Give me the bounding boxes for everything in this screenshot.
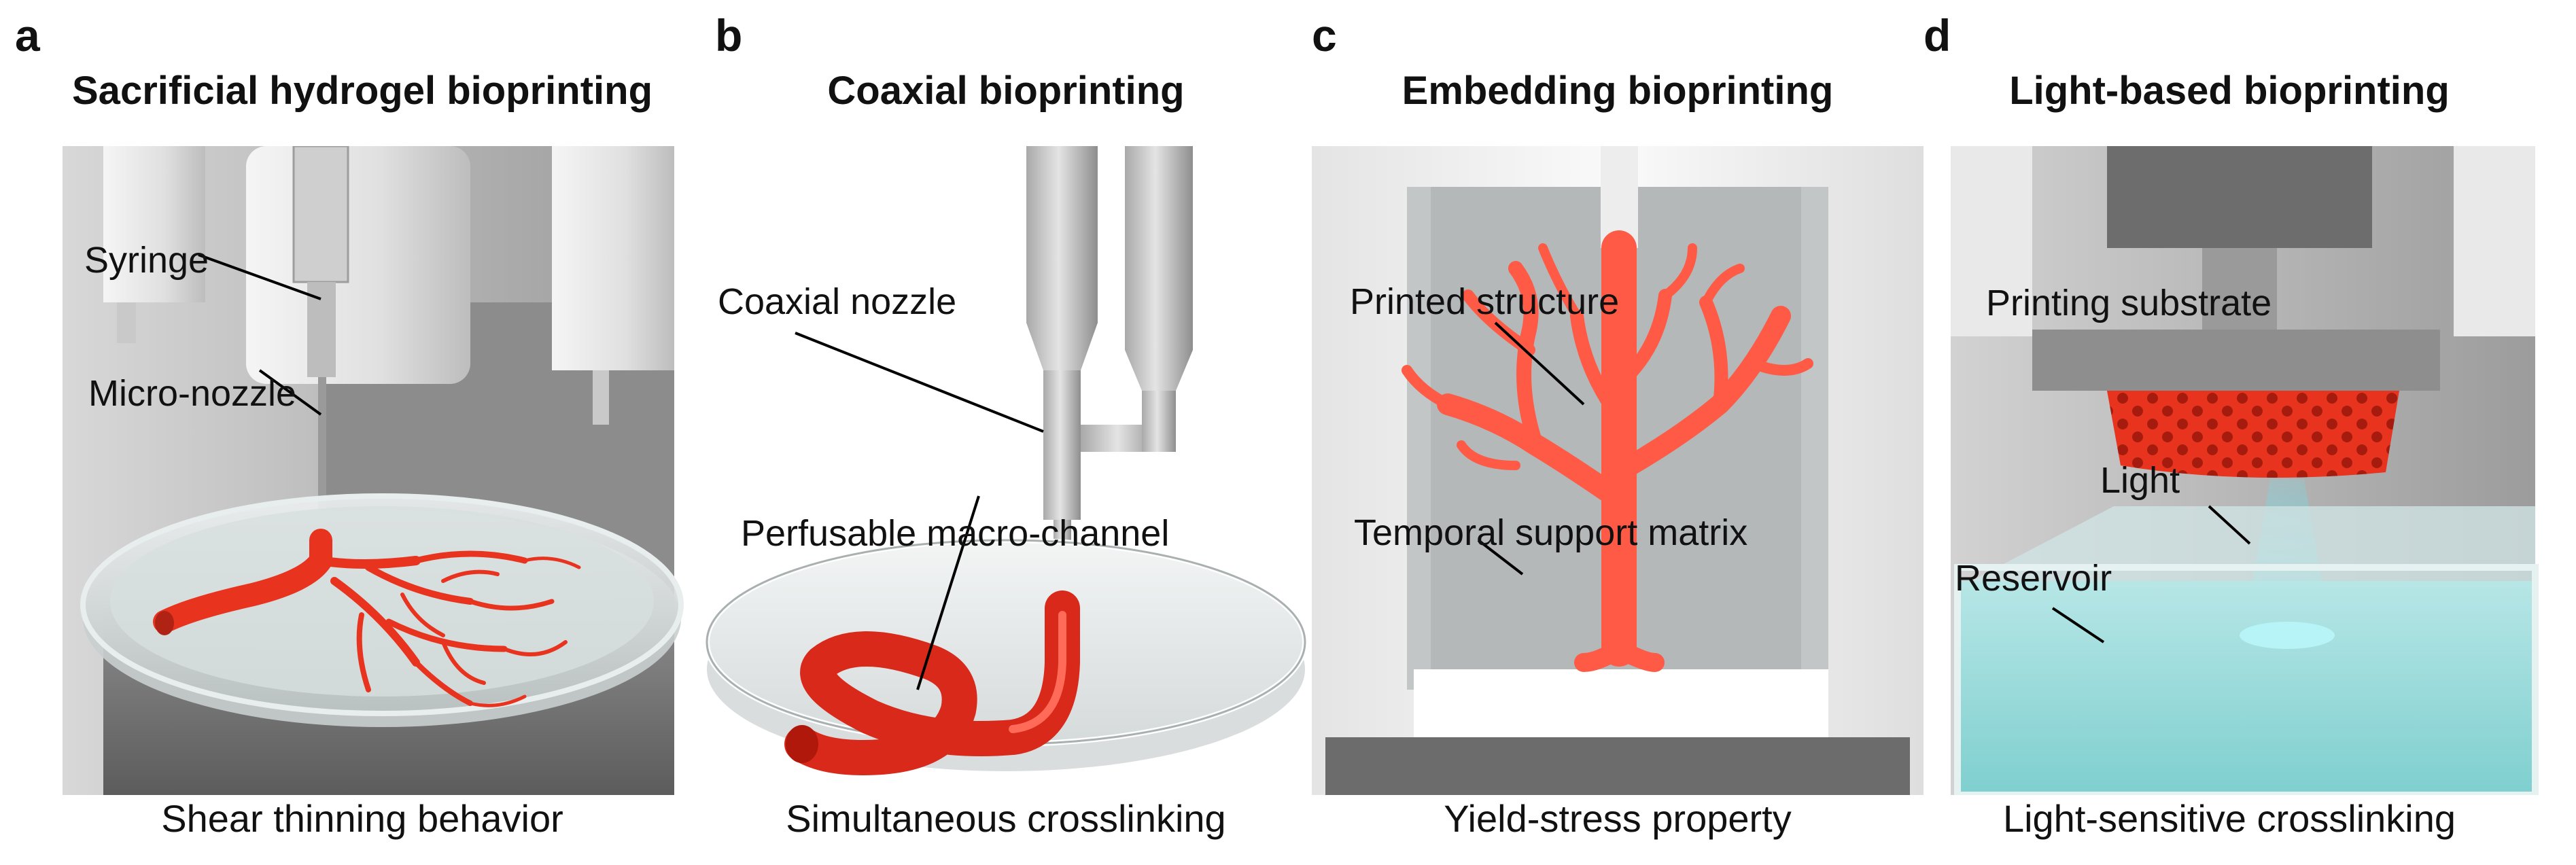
panel-b: b Coaxial bioprinting Coaxial nozzle Per… [700,0,1312,865]
reservoir-back [1971,506,2535,581]
coaxial-bioprinting-illustration [704,146,1308,776]
panel-caption: Simultaneous crosslinking [786,797,1226,840]
panel-title: Embedding bioprinting [1402,69,1834,113]
panel-a: a Sacrificial hydrogel bioprinting [0,0,700,865]
nozzle-barrel-left [1026,146,1098,323]
petri-dish [704,537,1308,747]
leader-light [2208,505,2251,545]
light-based-bioprinting-illustration [1951,146,2539,795]
channel-opening [155,611,174,635]
panel-letter: c [1312,10,1337,60]
label-micro-nozzle: Micro-nozzle [88,373,297,414]
label-printing-substrate: Printing substrate [1986,283,2272,323]
label-temporal-support-matrix: Temporal support matrix [1354,512,1748,553]
channel-opening [786,725,818,763]
printed-honeycomb-structure [2107,391,2399,478]
label-perfusable-macro-channel: Perfusable macro-channel [741,513,1170,554]
side-cartridge-right [2454,146,2535,336]
syringe-body [307,282,336,377]
printing-substrate-plate [2032,330,2440,391]
panel-caption: Shear thinning behavior [161,797,563,840]
leader-coaxial-nozzle [795,332,1044,433]
printer-head [2107,146,2372,248]
panel-caption: Yield-stress property [1444,797,1792,840]
leader-micro-nozzle [258,369,322,416]
panel-letter: a [15,10,40,60]
side-cartridge-left [1951,146,2032,336]
label-coaxial-nozzle: Coaxial nozzle [718,281,957,322]
leader-syringe [198,253,321,300]
cartridge-left-tip [117,302,136,343]
label-syringe: Syringe [84,240,209,281]
label-reservoir: Reservoir [1955,558,2112,599]
label-light: Light [2100,460,2180,501]
nozzle-taper-right [1125,350,1193,391]
syringe-barrel [292,146,349,283]
vascular-network [153,529,581,707]
light-glow [2240,622,2335,649]
cartridge-middle [246,146,470,384]
platform [1325,737,1910,795]
reservoir-glass [1954,564,2539,795]
panel-c: c Embedding bioprinting [1312,0,1924,865]
coaxial-right-drop [1142,391,1176,452]
coaxial-body [1043,370,1081,520]
embedding-bioprinting-illustration [1312,146,1924,795]
sacrificial-bioprinting-illustration [63,146,684,795]
label-printed-structure: Printed structure [1350,281,1620,322]
panel-title: Light-based bioprinting [2009,69,2450,113]
printer-arm [2202,248,2277,330]
leader-support-matrix [1477,539,1524,576]
panel-title: Sacrificial hydrogel bioprinting [72,69,652,113]
nozzle-taper-left [1026,323,1098,370]
panel-caption: Light-sensitive crosslinking [2002,797,2456,840]
reservoir-water [1957,581,2535,795]
perfusable-channel [784,590,1080,776]
cartridge-right [552,146,674,370]
leader-macro-channel [916,495,980,690]
panel-letter: b [715,10,743,60]
leader-reservoir [2051,607,2105,643]
petri-dish-inner [110,506,654,696]
panel-letter: d [1924,10,1951,60]
printed-tree-structure [1402,230,1813,672]
container-base [1414,669,1828,744]
leader-printed-structure [1494,321,1585,406]
perfusable-channel-highlight [1009,611,1066,733]
cartridge-right-tip [593,370,609,425]
panel-d: d Light-based bioprinting Printing subst… [1924,0,2576,865]
panel-title: Coaxial bioprinting [827,69,1185,113]
nozzle-barrel-right [1125,146,1193,350]
cartridge-left [103,146,205,302]
